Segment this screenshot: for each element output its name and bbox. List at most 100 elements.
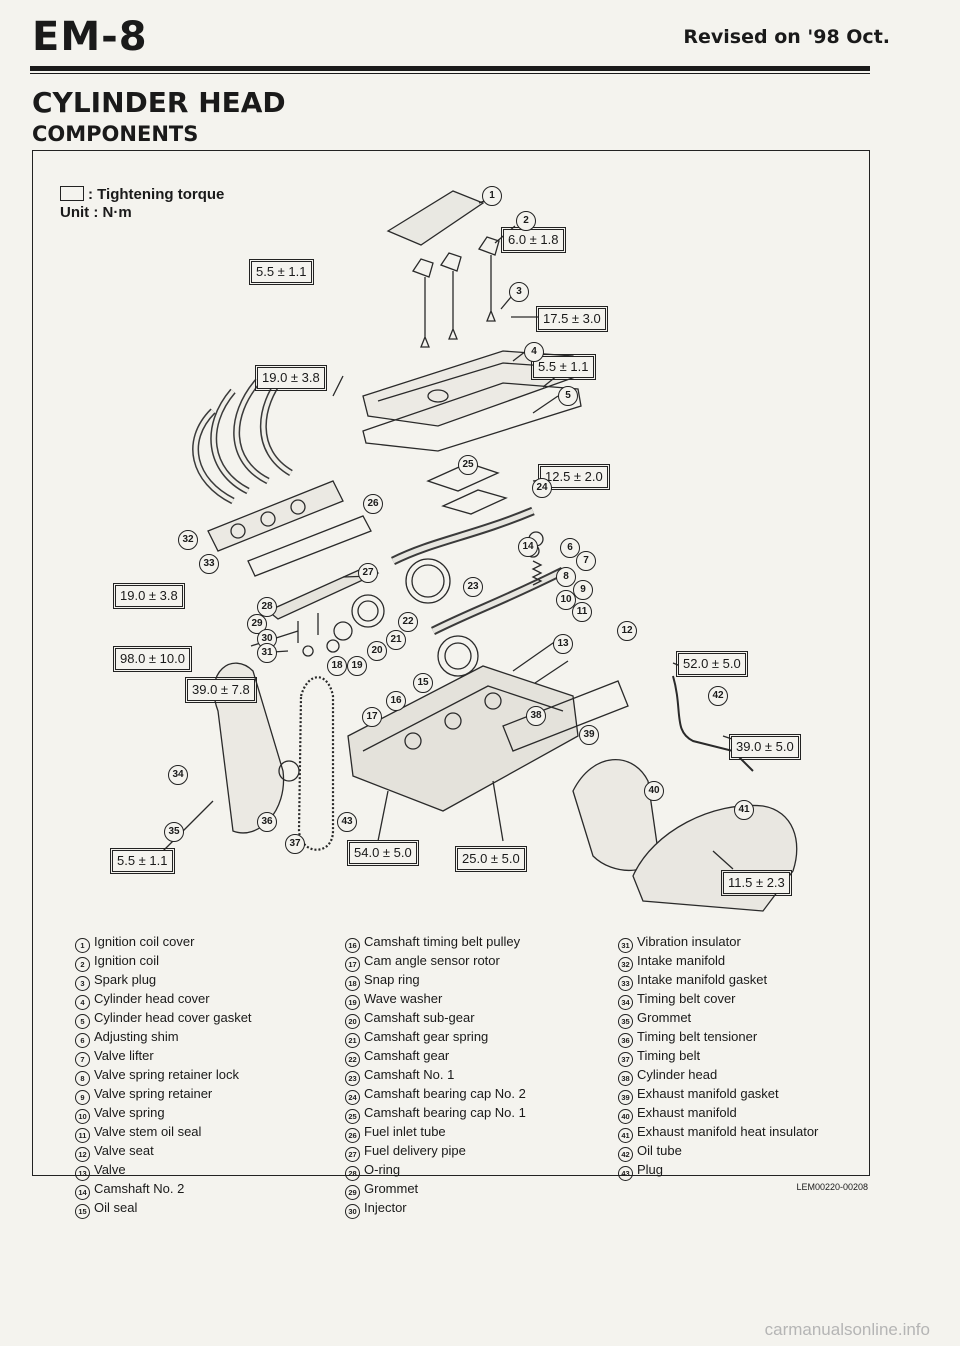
callout-43: 43 — [337, 812, 357, 832]
page-code: EM-8 — [32, 14, 148, 60]
callout-20: 20 — [367, 641, 387, 661]
callout-2: 2 — [516, 211, 536, 231]
callout-18: 18 — [327, 656, 347, 676]
callout-11: 11 — [572, 602, 592, 622]
callout-35: 35 — [164, 822, 184, 842]
callout-28: 28 — [257, 597, 277, 617]
callout-12: 12 — [617, 621, 637, 641]
callout-19: 19 — [347, 656, 367, 676]
callout-8: 8 — [556, 567, 576, 587]
callout-14: 14 — [518, 537, 538, 557]
callout-17: 17 — [362, 707, 382, 727]
torque-value-ignition-coil: 6.0 ± 1.8 — [501, 227, 566, 253]
torque-value-bearing-cap: 12.5 ± 2.0 — [538, 464, 610, 490]
figure-frame — [32, 150, 870, 1176]
callout-37: 37 — [285, 834, 305, 854]
callout-40: 40 — [644, 781, 664, 801]
torque-value-spark-plug: 17.5 ± 3.0 — [536, 306, 608, 332]
torque-value-exhaust-manifold: 25.0 ± 5.0 — [455, 846, 527, 872]
callout-9: 9 — [573, 580, 593, 600]
watermark: carmanualsonline.info — [764, 1320, 930, 1339]
callout-26: 26 — [363, 494, 383, 514]
section-title: CYLINDER HEAD — [32, 86, 286, 119]
torque-value-heat-insulator: 11.5 ± 2.3 — [721, 870, 792, 896]
callout-3: 3 — [509, 282, 529, 302]
torque-value-oil-tube-upper: 52.0 ± 5.0 — [676, 651, 748, 677]
callout-38: 38 — [526, 706, 546, 726]
torque-value-coil-cover: 5.5 ± 1.1 — [249, 259, 314, 285]
callout-42: 42 — [708, 686, 728, 706]
callout-7: 7 — [576, 551, 596, 571]
revision-date: Revised on '98 Oct. — [683, 26, 890, 48]
callout-13: 13 — [553, 634, 573, 654]
torque-value-intake-manifold: 19.0 ± 3.8 — [255, 365, 327, 391]
torque-box-icon — [60, 186, 84, 201]
callout-4: 4 — [524, 342, 544, 362]
callout-22: 22 — [398, 612, 418, 632]
callout-34: 34 — [168, 765, 188, 785]
callout-41: 41 — [734, 800, 754, 820]
callout-15: 15 — [413, 673, 433, 693]
document-code: LEM00220-00208 — [796, 1182, 868, 1192]
section-subtitle: COMPONENTS — [32, 122, 199, 146]
callout-1: 1 — [482, 186, 502, 206]
callout-21: 21 — [386, 630, 406, 650]
torque-unit: Unit : N·m — [60, 204, 132, 221]
callout-39: 39 — [579, 725, 599, 745]
callout-16: 16 — [386, 691, 406, 711]
callout-25: 25 — [458, 455, 478, 475]
callout-24: 24 — [532, 478, 552, 498]
torque-value-tensioner: 39.0 ± 7.8 — [185, 677, 257, 703]
torque-legend-label: : Tightening torque — [88, 186, 225, 203]
torque-value-oil-tube-lower: 39.0 ± 5.0 — [729, 734, 801, 760]
callout-27: 27 — [358, 563, 378, 583]
header-rule-thick — [30, 66, 870, 71]
header-rule-thin — [30, 73, 870, 74]
callout-10: 10 — [556, 590, 576, 610]
torque-value-belt-cover: 5.5 ± 1.1 — [110, 848, 175, 874]
torque-value-head-cover: 5.5 ± 1.1 — [531, 354, 596, 380]
callout-6: 6 — [560, 538, 580, 558]
torque-legend: : Tightening torque Unit : N·m — [60, 186, 224, 222]
